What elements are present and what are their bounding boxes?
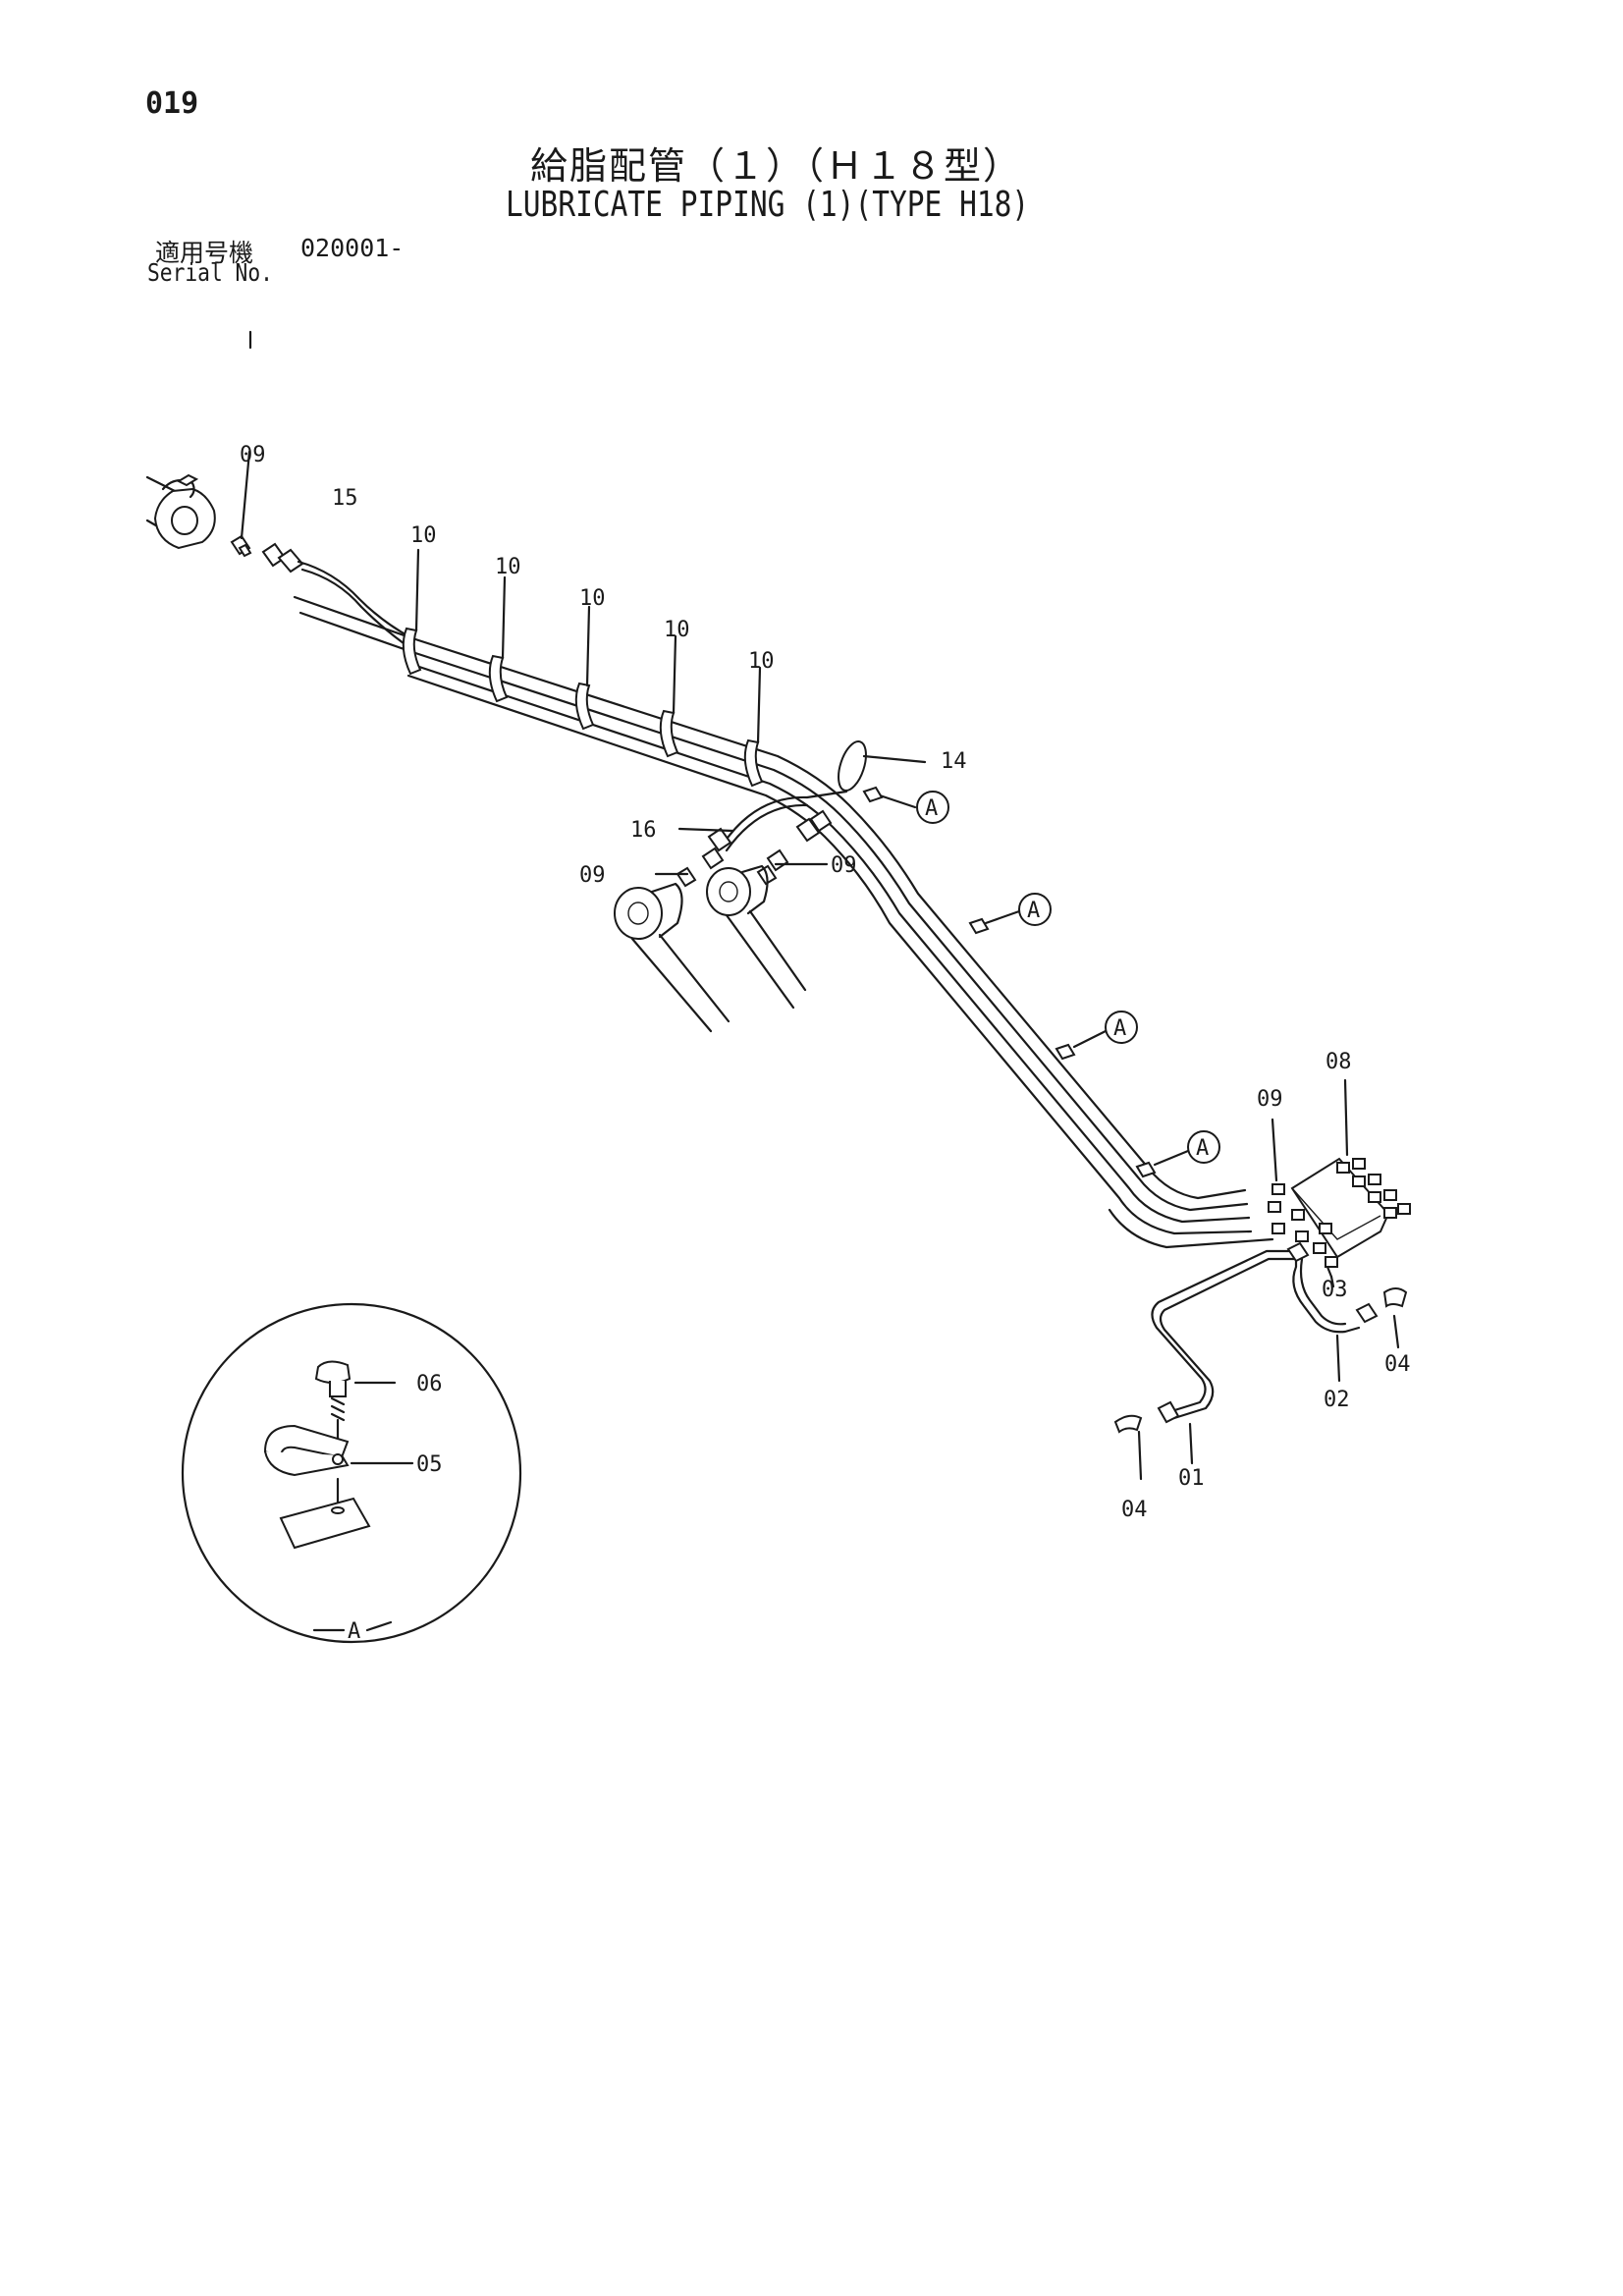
distributor-block [1268, 1078, 1411, 1288]
grease-fitting-09-boom [230, 330, 252, 558]
page-number: 019 [145, 86, 199, 121]
callout-09: 09 [831, 853, 857, 878]
callout-10: 10 [579, 586, 606, 611]
callout-14: 14 [941, 749, 967, 774]
callout-10: 10 [748, 649, 775, 674]
callout-06: 06 [416, 1372, 443, 1396]
title-english: LUBRICATE PIPING (1)(TYPE H18) [506, 185, 1030, 225]
serial-label-english: Serial No. [147, 258, 273, 287]
boom-end-bushing [145, 473, 216, 550]
detail-A-label: A [348, 1619, 360, 1644]
callout-04: 04 [1121, 1498, 1148, 1522]
callout-10: 10 [495, 555, 521, 579]
callout-05: 05 [416, 1452, 443, 1477]
serial-label-japanese: 適用号機 [155, 239, 254, 267]
detail-marker-A: A [925, 796, 938, 821]
tubes-01-02 [1113, 1241, 1408, 1481]
callout-10: 10 [664, 618, 690, 642]
hose-15 [261, 542, 414, 650]
detail-marker-A: A [1027, 899, 1040, 923]
title-japanese: 給脂配管（１）（Ｈ１８型） [530, 144, 1023, 188]
callout-09: 09 [240, 443, 266, 467]
callout-15: 15 [332, 486, 358, 511]
serial-number-value: 020001- [300, 234, 405, 262]
callout-16: 16 [630, 818, 657, 843]
hose-16-and-pins [614, 790, 848, 1033]
callout-03: 03 [1322, 1278, 1348, 1302]
callout-09: 09 [579, 863, 606, 888]
callout-01: 01 [1178, 1466, 1205, 1491]
clamps-10 [402, 548, 764, 788]
callout-02: 02 [1324, 1388, 1350, 1412]
detail-marker-A: A [1113, 1016, 1126, 1041]
callout-04: 04 [1384, 1352, 1411, 1377]
callout-08: 08 [1325, 1050, 1352, 1074]
callout-09: 09 [1257, 1087, 1283, 1112]
callout-10: 10 [410, 523, 437, 548]
tie-loop-14 [838, 739, 927, 793]
tube-bundle-boom [293, 595, 1274, 1249]
detail-A-view [181, 1302, 522, 1644]
detail-marker-A: A [1196, 1136, 1209, 1161]
detail-A-markers [862, 786, 1220, 1178]
